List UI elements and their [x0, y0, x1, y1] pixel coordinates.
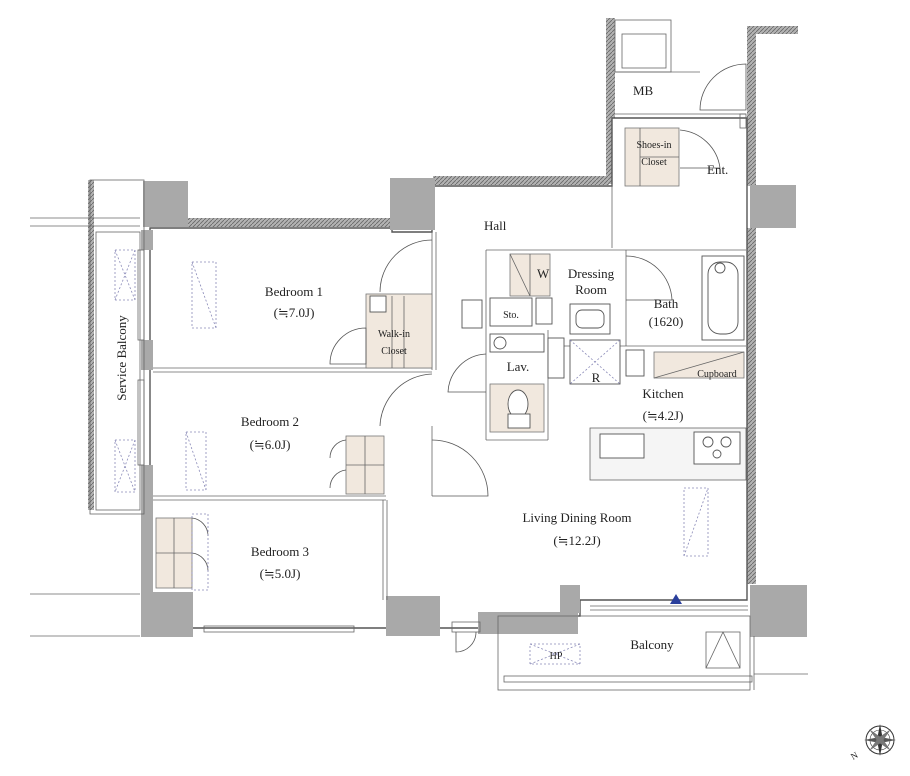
- bedroom1-details: [191, 239, 433, 369]
- label-storage: Sto.: [503, 310, 519, 321]
- label-shoes-in-closet-1: Shoes-in: [637, 140, 672, 151]
- label-bedroom1-name: Bedroom 1: [265, 284, 323, 299]
- label-entrance: Ent.: [707, 162, 728, 177]
- entrance-area: [614, 19, 747, 187]
- label-compass-n: N: [849, 750, 860, 762]
- label-dressing-room-2: Room: [575, 282, 607, 297]
- label-bath-name: Bath: [654, 296, 679, 311]
- label-bedroom3-name: Bedroom 3: [251, 544, 309, 559]
- label-kitchen-name: Kitchen: [642, 386, 684, 401]
- label-bedroom2-name: Bedroom 2: [241, 414, 299, 429]
- label-kitchen-size: (≒4.2J): [643, 408, 684, 423]
- label-heat-pump: HP: [550, 651, 563, 662]
- label-dressing-room-1: Dressing: [568, 266, 615, 281]
- label-hall: Hall: [484, 218, 507, 233]
- label-bath-size: (1620): [649, 314, 684, 329]
- label-bedroom1-size: (≒7.0J): [274, 305, 315, 320]
- label-bedroom2-size: (≒6.0J): [250, 437, 291, 452]
- bedroom3-details: [155, 513, 355, 633]
- label-washer: W: [537, 266, 550, 281]
- label-walkin-closet-1: Walk-in: [378, 329, 410, 340]
- label-cupboard: Cupboard: [697, 369, 736, 380]
- label-balcony: Balcony: [630, 637, 674, 652]
- balcony-details: [497, 615, 808, 691]
- wall-blocks: [141, 178, 807, 637]
- label-service-balcony: Service Balcony: [114, 315, 129, 401]
- service-balcony: [30, 179, 145, 637]
- bedroom2-details: [185, 373, 489, 497]
- label-mb: MB: [633, 83, 654, 98]
- label-ldr-name: Living Dining Room: [522, 510, 631, 525]
- wet-area: [447, 253, 745, 433]
- label-walkin-closet-2: Closet: [381, 346, 407, 357]
- ldr-details: [451, 487, 748, 653]
- room-labels: MB Shoes-in Closet Ent. Hall Bedroom 1 (…: [114, 83, 860, 762]
- label-bedroom3-size: (≒5.0J): [260, 566, 301, 581]
- kitchen-details: [569, 339, 747, 481]
- exterior-walls: [88, 18, 798, 584]
- compass-icon: [864, 724, 896, 756]
- label-ldr-size: (≒12.2J): [553, 533, 600, 548]
- label-shoes-in-closet-2: Closet: [641, 157, 667, 168]
- label-lavatory: Lav.: [507, 359, 530, 374]
- label-refrigerator: R: [592, 370, 601, 385]
- marker-triangle: [670, 594, 682, 604]
- partitions: [153, 184, 746, 600]
